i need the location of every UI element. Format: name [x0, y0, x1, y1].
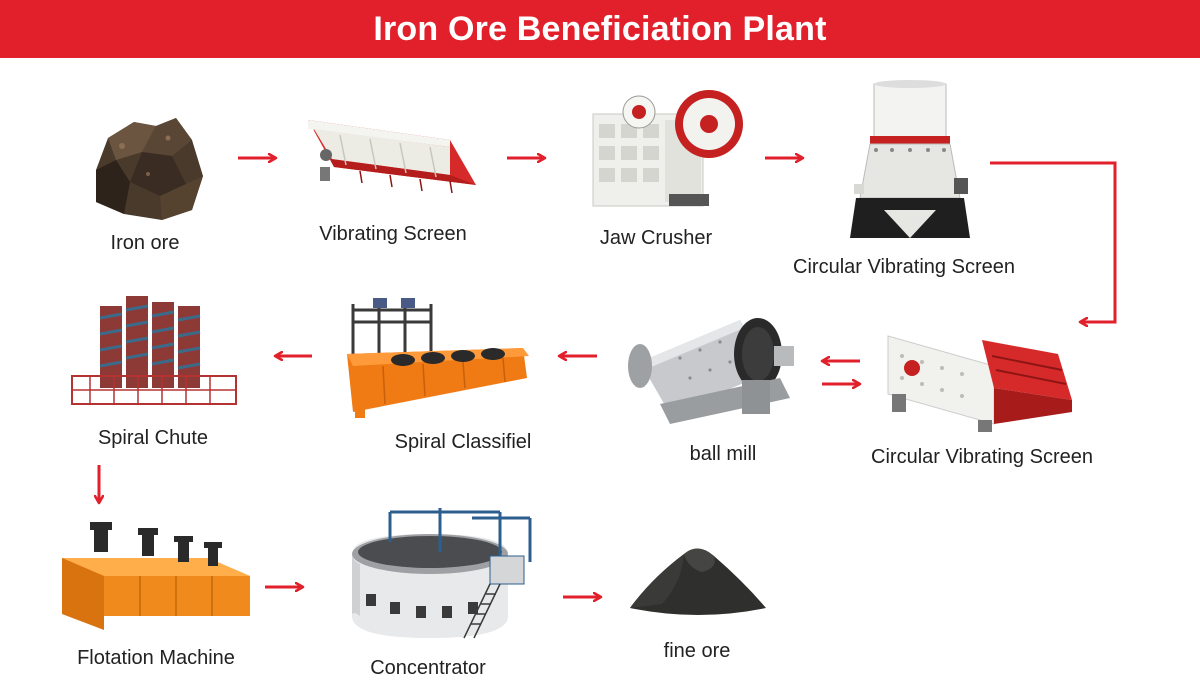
ore-pile-icon [630, 548, 766, 615]
circular-vibrating-screen-icon [887, 335, 1072, 432]
step-label: Spiral Classifiel [394, 431, 532, 453]
title-banner: Iron Ore Beneficiation Plant [0, 0, 1200, 58]
step-label: Flotation Machine [77, 647, 235, 669]
diagram-title: Iron Ore Beneficiation Plant [373, 10, 827, 48]
step-label: ball mill [689, 443, 757, 465]
arrow-cone-to-circular-screen [990, 161, 1117, 322]
step-label: Jaw Crusher [599, 227, 713, 249]
thickener-icon [352, 508, 532, 639]
step-label: Concentrator [370, 657, 486, 679]
vibrating-feeder-icon [308, 120, 476, 194]
step-label: Circular Vibrating Screen [871, 446, 1093, 468]
step-label: Iron ore [110, 232, 180, 254]
step-label: fine ore [663, 640, 731, 662]
step-label: Vibrating Screen [319, 223, 467, 245]
jaw-crusher-icon [592, 90, 743, 207]
ball-mill-icon [628, 318, 794, 424]
rock-icon [96, 118, 203, 220]
step-label: Spiral Chute [97, 427, 209, 449]
spiral-chute-icon [71, 296, 237, 405]
cone-crusher-icon [850, 80, 970, 238]
step-label: Circular Vibrating Screen [793, 256, 1015, 278]
spiral-classifier-icon [347, 298, 529, 418]
flotation-machine-icon [62, 522, 250, 630]
